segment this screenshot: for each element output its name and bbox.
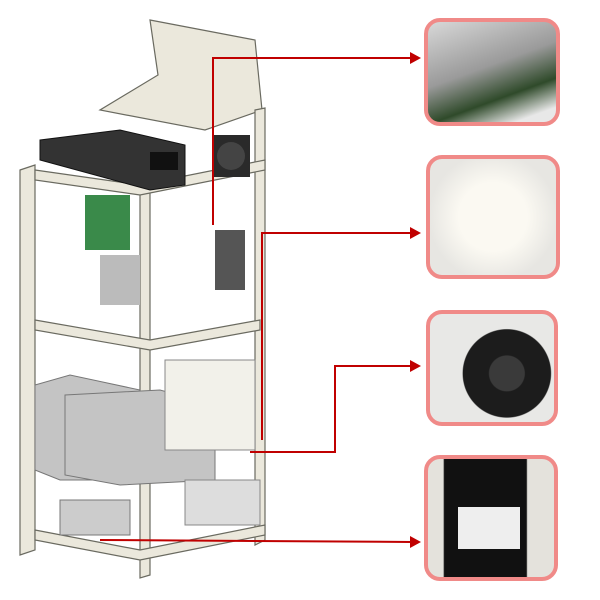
power-supply	[39, 129, 186, 191]
arrow-fan	[250, 365, 412, 453]
photo-cooling-fan	[426, 310, 558, 426]
machine-frame	[19, 19, 266, 579]
photo-water-pump	[424, 455, 558, 581]
fan-blade	[217, 142, 245, 170]
arrowheads	[410, 52, 421, 548]
photo-white-cube	[426, 155, 560, 279]
pump-label	[458, 507, 520, 549]
callout-arrows	[99, 57, 413, 543]
heater-block	[100, 255, 140, 305]
photo-power-supply	[424, 18, 560, 126]
electronics-module	[215, 230, 245, 290]
arrow-cube	[261, 232, 412, 440]
circuit-board	[85, 195, 130, 250]
arrow-pump	[99, 539, 413, 543]
pump	[59, 499, 131, 536]
arrow-power-supply	[212, 57, 412, 225]
reservoir	[164, 359, 256, 451]
drip-tray	[184, 479, 261, 526]
